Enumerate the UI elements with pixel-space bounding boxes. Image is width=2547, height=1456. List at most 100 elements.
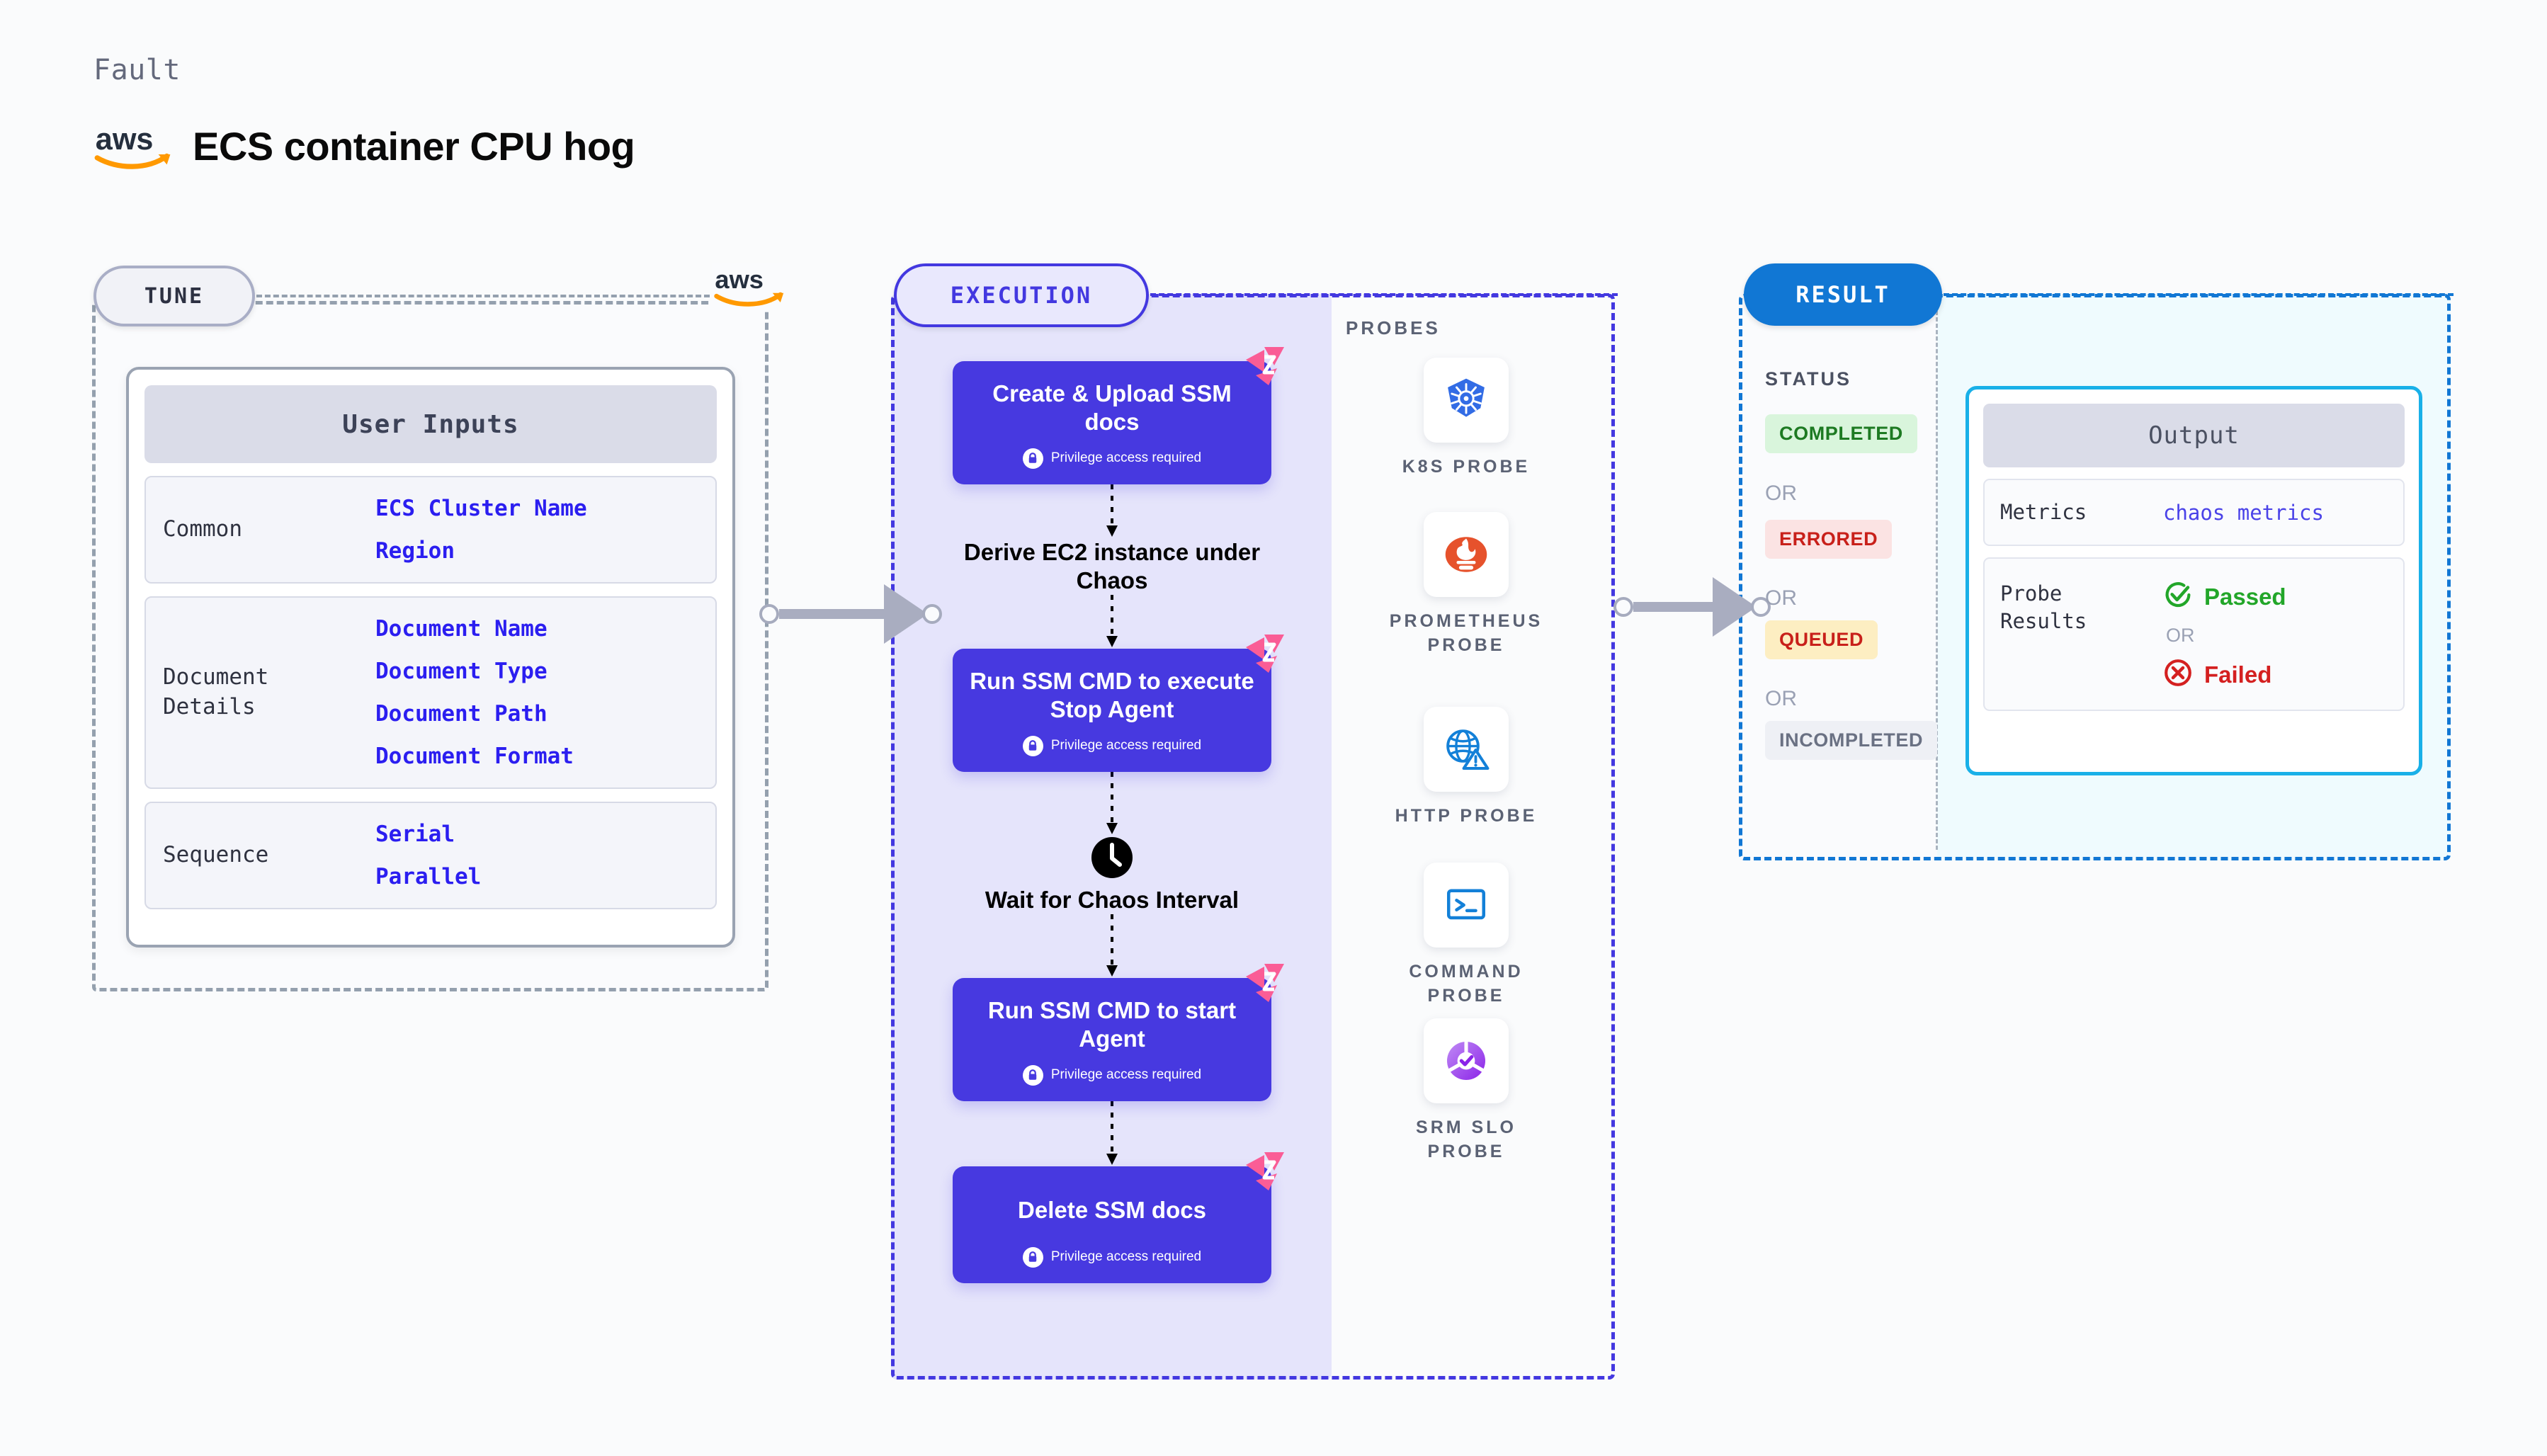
litmus-icon: [1243, 632, 1287, 676]
execution-step-wait-for-chaos-interval: Wait for Chaos Interval: [953, 836, 1271, 915]
step-note-text: Privilege access required: [1050, 1249, 1202, 1265]
execution-pill[interactable]: EXECUTION: [894, 263, 1149, 327]
terminal-icon: [1424, 863, 1509, 948]
step-title: Delete SSM docs: [1018, 1196, 1206, 1223]
status-or-label: OR: [1765, 687, 1797, 710]
kubernetes-icon: [1424, 358, 1509, 443]
flow-arrow-icon: [953, 914, 1271, 978]
connector-dot: [922, 604, 942, 624]
metrics-label: Metrics: [2000, 500, 2087, 524]
flow-arrow-icon: [953, 484, 1271, 538]
step-privilege-note: Privilege access required: [967, 448, 1257, 469]
connector-arrowhead-icon: [884, 584, 928, 644]
tune-pill[interactable]: TUNE: [93, 266, 255, 326]
tune-value[interactable]: Parallel: [375, 864, 482, 889]
probe-command[interactable]: COMMAND PROBE: [1381, 863, 1551, 1008]
aws-logo-icon-tune: aws: [712, 263, 790, 310]
result-panel-divider: [1936, 305, 1938, 850]
clock-icon: [1090, 836, 1134, 885]
lock-icon: [1022, 735, 1043, 756]
probe-label: COMMAND PROBE: [1409, 962, 1524, 1006]
step-privilege-note: Privilege access required: [967, 735, 1257, 756]
probe-label: K8S PROBE: [1402, 457, 1531, 477]
connector-dot: [759, 604, 779, 624]
probe-result-passed: Passed: [2163, 580, 2286, 613]
execution-leader-line: [1150, 293, 1618, 296]
connector-bar: [1633, 602, 1713, 612]
tune-value[interactable]: Document Path: [375, 701, 548, 727]
lock-icon: [1022, 1246, 1043, 1268]
status-badge-completed: COMPLETED: [1765, 414, 1917, 453]
connector-tune-to-execution: [759, 584, 942, 644]
user-inputs-title: User Inputs: [144, 385, 717, 463]
probe-result-failed: Failed: [2163, 658, 2286, 691]
step-note-text: Privilege access required: [1050, 738, 1202, 753]
x-circle-icon: [2163, 658, 2193, 691]
user-inputs-card: User Inputs Common ECS Cluster Name Regi…: [126, 367, 735, 948]
tune-section-sequence: Sequence Serial Parallel: [144, 802, 717, 909]
execution-step-create-upload-ssm-docs[interactable]: Create & Upload SSM docs Privilege acces…: [953, 347, 1284, 484]
page-eyebrow: Fault: [93, 54, 181, 86]
step-privilege-note: Privilege access required: [967, 1246, 1257, 1268]
step-title: Run SSM CMD to execute Stop Agent: [970, 668, 1254, 723]
execution-flow: Create & Upload SSM docs Privilege acces…: [953, 347, 1284, 1283]
lock-icon: [1022, 448, 1043, 469]
connector-execution-to-result: [1613, 577, 1771, 637]
flow-arrow-icon: [953, 771, 1271, 836]
probe-http[interactable]: HTTP PROBE: [1381, 707, 1551, 829]
connector-arrowhead-icon: [1713, 577, 1757, 637]
status-badge-incompleted: INCOMPLETED: [1765, 721, 1938, 760]
output-title: Output: [1983, 404, 2405, 467]
step-title: Wait for Chaos Interval: [985, 886, 1240, 913]
execution-step-derive-ec2-instance: Derive EC2 instance under Chaos: [953, 538, 1271, 596]
execution-step-run-ssm-cmd-stop-agent[interactable]: Run SSM CMD to execute Stop Agent Privil…: [953, 635, 1284, 772]
status-badge-errored: ERRORED: [1765, 520, 1893, 559]
output-card: Output Metrics chaos metrics Probe Resul…: [1965, 386, 2422, 775]
tune-value[interactable]: Document Format: [375, 744, 574, 769]
step-title: Create & Upload SSM docs: [992, 380, 1232, 436]
execution-step-delete-ssm-docs[interactable]: Delete SSM docs Privilege access require…: [953, 1151, 1284, 1283]
tune-leader-line: [256, 295, 710, 297]
probe-label: HTTP PROBE: [1395, 806, 1538, 826]
flow-arrow-icon: [953, 595, 1271, 649]
aws-logo-icon: aws: [92, 120, 177, 171]
litmus-icon: [1243, 1149, 1287, 1193]
srm-slo-icon: [1424, 1018, 1509, 1103]
status-or-label: OR: [1765, 482, 1797, 505]
result-status-bg: [1739, 294, 1937, 860]
result-leader-line: [1944, 293, 2454, 296]
tune-value[interactable]: ECS Cluster Name: [375, 496, 587, 521]
step-note-text: Privilege access required: [1050, 1067, 1202, 1082]
section-label: Common: [163, 516, 242, 542]
output-probe-results-row: Probe Results Passed OR: [1983, 557, 2405, 712]
probe-srm-slo[interactable]: SRM SLO PROBE: [1381, 1018, 1551, 1164]
tune-value[interactable]: Document Name: [375, 616, 548, 642]
metrics-value[interactable]: chaos metrics: [2163, 500, 2324, 525]
step-privilege-note: Privilege access required: [967, 1064, 1257, 1086]
http-globe-warning-icon: [1424, 707, 1509, 792]
result-pill[interactable]: RESULT: [1744, 263, 1942, 326]
probe-results-label: Probe Results: [2000, 581, 2087, 634]
probe-k8s[interactable]: K8S PROBE: [1381, 358, 1551, 479]
page-header: aws ECS container CPU hog: [92, 120, 635, 171]
probes-label: PROBES: [1346, 317, 1441, 339]
page-title: ECS container CPU hog: [193, 123, 635, 169]
lock-icon: [1022, 1064, 1043, 1086]
svg-text:aws: aws: [96, 123, 154, 157]
step-title: Run SSM CMD to start Agent: [987, 997, 1237, 1052]
tune-value[interactable]: Serial: [375, 821, 455, 847]
prometheus-icon: [1424, 512, 1509, 597]
tune-value[interactable]: Region: [375, 538, 455, 564]
tune-value[interactable]: Document Type: [375, 659, 548, 684]
execution-step-run-ssm-cmd-start-agent[interactable]: Run SSM CMD to start Agent Privilege acc…: [953, 964, 1284, 1101]
step-note-text: Privilege access required: [1050, 450, 1202, 465]
status-or-label: OR: [1765, 586, 1797, 610]
section-label: Sequence: [163, 842, 269, 868]
status-badge-queued: QUEUED: [1765, 620, 1878, 659]
flow-arrow-icon: [953, 1100, 1271, 1166]
section-label: Document Details: [163, 664, 269, 720]
failed-label: Failed: [2204, 661, 2272, 688]
tune-section-common: Common ECS Cluster Name Region: [144, 476, 717, 584]
probe-prometheus[interactable]: PROMETHEUS PROBE: [1381, 512, 1551, 658]
